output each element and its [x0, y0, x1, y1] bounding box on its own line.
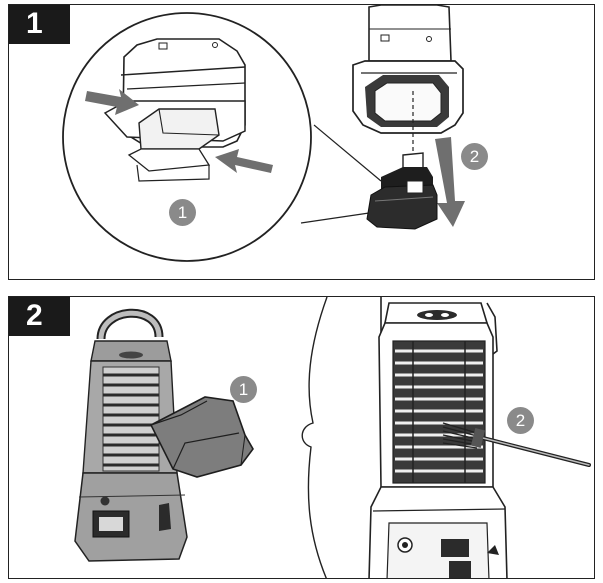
cloth-icon [149, 396, 254, 478]
step-1-callout-1: 1 [169, 199, 196, 226]
step-1-panel: 1 [8, 4, 595, 280]
step-1-illustration [62, 5, 465, 262]
brush-icon [442, 422, 591, 467]
step-2-callout-1: 1 [230, 376, 257, 403]
step-2-callout-2: 2 [507, 407, 534, 434]
step-1-callout-2: 2 [461, 143, 488, 170]
lantern-base-housing [352, 5, 464, 134]
magnifier-connector-top [313, 124, 382, 182]
magnifier-connector-bottom [300, 212, 370, 224]
down-arrow-icon [435, 137, 465, 227]
lantern-full-view [74, 308, 188, 562]
step-2-panel: 2 [8, 296, 595, 579]
filter-cap-part [366, 152, 438, 230]
step-1-number: 1 [9, 5, 70, 44]
press-arrow-icon [85, 89, 273, 173]
scene-break-line [301, 297, 328, 578]
step-2-number: 2 [9, 297, 70, 336]
step-2-illustration [74, 297, 591, 578]
magnifier-detail [62, 12, 312, 262]
